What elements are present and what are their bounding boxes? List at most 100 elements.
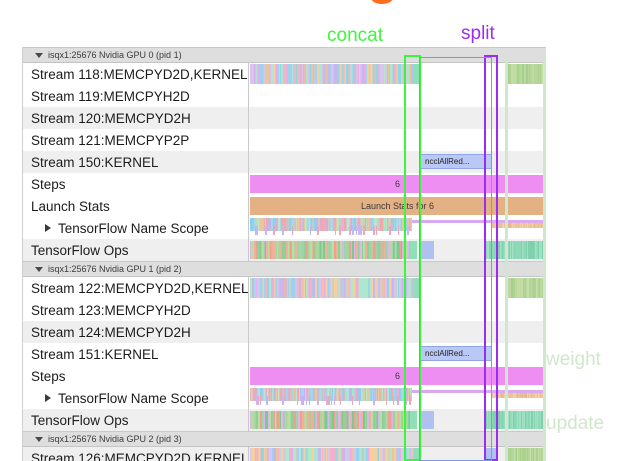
timeline-row[interactable]: TensorFlow Ops	[23, 409, 546, 431]
row-label[interactable]: Launch Stats	[23, 195, 249, 217]
row-label-text: Stream 150:KERNEL	[31, 154, 159, 170]
row-track[interactable]	[249, 129, 546, 151]
namescope-tick	[256, 226, 258, 235]
row-track[interactable]	[249, 387, 546, 409]
steps-bar	[249, 175, 546, 193]
row-track[interactable]	[249, 277, 546, 299]
row-label-text: TensorFlow Ops	[31, 412, 129, 428]
nccl-allreduce-block[interactable]: ncclAllRed...	[420, 346, 492, 361]
row-label[interactable]: Stream 124:MEMCPYD2H	[23, 321, 249, 343]
group-header[interactable]: isqx1:25676 Nvidia GPU 0 (pid 1)	[23, 47, 546, 63]
row-label[interactable]: Stream 126:MEMCPYD2D,KERNEL,MI	[23, 447, 249, 461]
row-track[interactable]	[249, 321, 546, 343]
namescope-tick	[317, 226, 319, 235]
namescope-tick	[405, 396, 407, 405]
timeline-row[interactable]: Stream 120:MEMCPYD2H	[23, 107, 546, 129]
group-header[interactable]: isqx1:25676 Nvidia GPU 2 (pid 3)	[23, 431, 546, 447]
timeline-row[interactable]: Stream 119:MEMCPYH2D	[23, 85, 546, 107]
namescope-tick	[352, 226, 354, 235]
row-label[interactable]: Stream 121:MEMCPYP2P	[23, 129, 249, 151]
row-track[interactable]: 6	[249, 173, 546, 195]
activity-stripes	[249, 411, 410, 429]
namescope-tick	[385, 396, 388, 405]
row-track[interactable]: ncclAllRed...	[249, 151, 546, 173]
row-label[interactable]: Steps	[23, 365, 249, 387]
row-track[interactable]	[249, 299, 546, 321]
timeline-row[interactable]: Stream 126:MEMCPYD2D,KERNEL,MI	[23, 447, 546, 461]
row-track[interactable]	[249, 409, 546, 431]
namescope-tick	[373, 226, 375, 235]
stream-block-split	[484, 448, 497, 461]
row-label[interactable]: Stream 118:MEMCPYD2D,KERNEL,ME	[23, 63, 249, 85]
activity-stripes	[484, 241, 546, 259]
orange-marker-clipped	[371, 0, 393, 4]
row-track[interactable]: Launch Stats for 6	[249, 195, 546, 217]
activity-stripes	[492, 223, 546, 228]
row-label-text: Stream 119:MEMCPYH2D	[31, 88, 190, 104]
activity-stripes	[249, 241, 410, 259]
expand-triangle-icon[interactable]	[45, 224, 51, 232]
row-track[interactable]	[249, 63, 546, 85]
activity-stripes	[249, 64, 413, 84]
row-track[interactable]: 6	[249, 365, 546, 387]
row-label-text: Stream 151:KERNEL	[31, 346, 159, 362]
timeline-row[interactable]: TensorFlow Name Scope	[23, 387, 546, 409]
timeline-row[interactable]: Stream 121:MEMCPYP2P	[23, 129, 546, 151]
nccl-allreduce-block[interactable]: ncclAllRed...	[420, 154, 492, 169]
caret-down-icon[interactable]	[35, 266, 43, 272]
row-label[interactable]: TensorFlow Ops	[23, 409, 249, 431]
row-label[interactable]: Stream 151:KERNEL	[23, 343, 249, 365]
row-track[interactable]	[249, 107, 546, 129]
timeline-row[interactable]: Stream 118:MEMCPYD2D,KERNEL,ME	[23, 63, 546, 85]
namescope-tick	[358, 226, 361, 235]
namescope-tick	[317, 396, 319, 405]
namescope-tick	[309, 226, 312, 235]
namescope-tick	[397, 396, 399, 405]
row-track[interactable]	[249, 217, 546, 239]
row-label[interactable]: TensorFlow Name Scope	[23, 217, 249, 239]
namescope-tick	[389, 226, 391, 235]
row-label[interactable]: Stream 120:MEMCPYD2H	[23, 107, 249, 129]
row-label[interactable]: Stream 122:MEMCPYD2D,KERNEL,MI	[23, 277, 249, 299]
row-track[interactable]	[249, 85, 546, 107]
activity-stripes	[249, 218, 412, 231]
row-label-text: Stream 126:MEMCPYD2D,KERNEL,MI	[31, 450, 249, 461]
timeline-row[interactable]: TensorFlow Name Scope	[23, 217, 546, 239]
caret-down-icon[interactable]	[35, 436, 43, 442]
group-header-text: isqx1:25676 Nvidia GPU 0 (pid 1)	[48, 50, 182, 60]
namescope-tick	[301, 396, 303, 405]
group-header[interactable]: isqx1:25676 Nvidia GPU 1 (pid 2)	[23, 261, 546, 277]
namescope-tick	[339, 396, 342, 405]
row-label[interactable]: Stream 150:KERNEL	[23, 151, 249, 173]
namescope-tick	[355, 226, 358, 235]
namescope-tick	[375, 226, 378, 235]
row-label[interactable]: TensorFlow Name Scope	[23, 387, 249, 409]
stream-block	[413, 278, 420, 298]
row-label-text: Stream 122:MEMCPYD2D,KERNEL,MI	[31, 280, 249, 296]
expand-triangle-icon[interactable]	[45, 394, 51, 402]
timeline-row[interactable]: TensorFlow Ops	[23, 239, 546, 261]
activity-stripes	[249, 388, 412, 401]
row-label[interactable]: Stream 123:MEMCPYH2D	[23, 299, 249, 321]
timeline-row[interactable]: Stream 122:MEMCPYD2D,KERNEL,MI	[23, 277, 546, 299]
row-label[interactable]: TensorFlow Ops	[23, 239, 249, 261]
row-label[interactable]: Steps	[23, 173, 249, 195]
timeline-row[interactable]: Stream 123:MEMCPYH2D	[23, 299, 546, 321]
timeline-row[interactable]: Stream 150:KERNEL ncclAllRed...	[23, 151, 546, 173]
timeline-row[interactable]: Stream 124:MEMCPYD2H	[23, 321, 546, 343]
row-label[interactable]: Stream 119:MEMCPYH2D	[23, 85, 249, 107]
row-label-text: Stream 120:MEMCPYD2H	[31, 110, 191, 126]
namescope-tick	[273, 226, 275, 235]
row-track[interactable]: ncclAllRed...	[249, 343, 546, 365]
namescope-tick	[265, 396, 268, 405]
row-track[interactable]	[249, 447, 546, 461]
trace-timeline-panel[interactable]: isqx1:25676 Nvidia GPU 0 (pid 1) Stream 1…	[22, 47, 546, 461]
timeline-row[interactable]: Stream 151:KERNEL ncclAllRed...	[23, 343, 546, 365]
caret-down-icon[interactable]	[35, 52, 43, 58]
row-label-text: Stream 124:MEMCPYD2H	[31, 324, 191, 340]
row-track[interactable]	[249, 239, 546, 261]
activity-stripes	[507, 64, 546, 84]
